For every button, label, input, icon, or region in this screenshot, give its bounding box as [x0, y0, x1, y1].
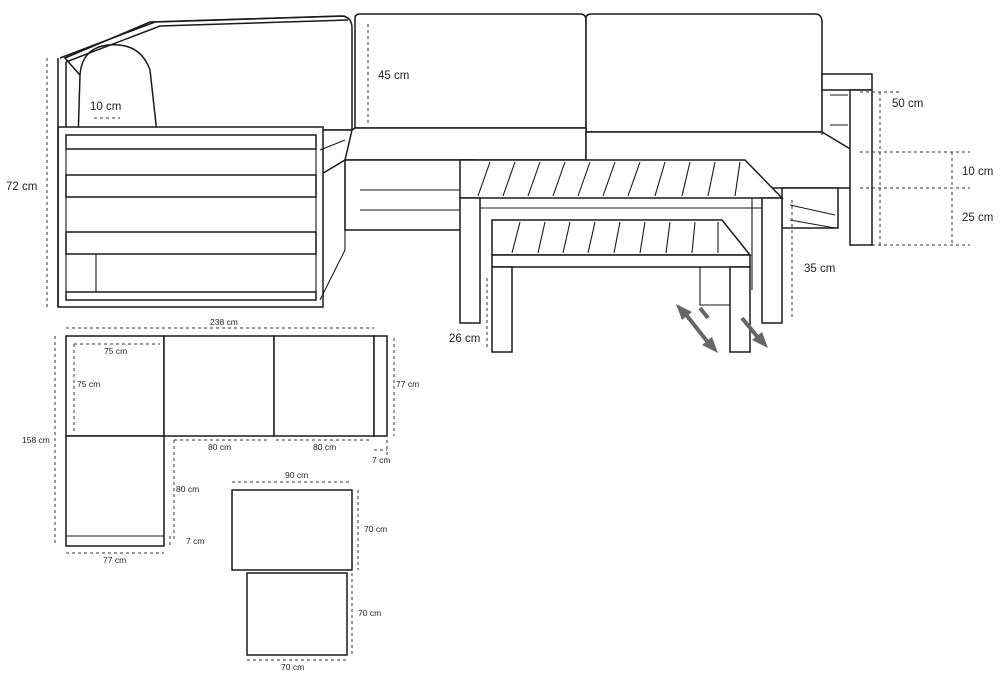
left-arm-top-slat: [65, 134, 317, 150]
label-seat-width: 75 cm: [104, 346, 127, 356]
plan-module-a: [163, 335, 275, 437]
label-module-b: 80 cm: [313, 442, 336, 452]
label-nested-height: 26 cm: [449, 333, 480, 345]
label-table-height: 35 cm: [804, 263, 835, 275]
nested-leg-left: [491, 266, 513, 353]
slide-arrow-left: [682, 310, 712, 347]
right-arm-top: [821, 73, 873, 91]
back-cushion-2: [585, 13, 823, 133]
label-overall-height: 72 cm: [6, 181, 37, 193]
plan-chaise: [65, 435, 165, 547]
nested-leg-right: [729, 266, 751, 353]
nested-top: [491, 219, 752, 256]
table-top: [459, 159, 784, 199]
label-seat-base: 25 cm: [962, 212, 993, 224]
left-slat-1: [65, 174, 317, 198]
label-bottom-width: 77 cm: [103, 555, 126, 565]
label-module-a: 80 cm: [208, 442, 231, 452]
label-cushion-width: 10 cm: [90, 101, 121, 113]
table-plan: [231, 481, 359, 661]
coffee-table: [459, 159, 784, 324]
plan-arm-right: [373, 335, 388, 437]
label-small-depth: 70 cm: [358, 608, 381, 618]
label-seat-depth: 75 cm: [77, 379, 100, 389]
sofa-drawing: [57, 13, 873, 353]
table-leg-right: [761, 197, 783, 324]
label-total-depth: 158 cm: [22, 435, 50, 445]
label-large-depth: 70 cm: [364, 524, 387, 534]
label-module-depth: 77 cm: [396, 379, 419, 389]
label-small-width: 70 cm: [281, 662, 304, 672]
label-arm-right: 7 cm: [372, 455, 390, 465]
sofa-dimensions: [46, 24, 970, 350]
base-center: [344, 159, 476, 231]
plan-corner-seat: [65, 335, 165, 437]
label-large-width: 90 cm: [285, 470, 308, 480]
base-right: [781, 187, 839, 229]
nested-apron: [491, 254, 751, 268]
table-leg-left: [459, 197, 481, 324]
plan-large-table: [231, 489, 353, 571]
label-seat-height: 50 cm: [892, 98, 923, 110]
nested-table: [491, 219, 752, 353]
label-total-width: 238 cm: [210, 317, 238, 327]
label-arm-bottom: 7 cm: [186, 536, 204, 546]
label-seat-cushion: 10 cm: [962, 166, 993, 178]
left-arm-frame: [57, 126, 324, 308]
label-corner-depth: 80 cm: [176, 484, 199, 494]
left-slat-2: [65, 231, 317, 255]
right-arm-post: [849, 89, 873, 246]
plan-small-table: [246, 572, 348, 656]
label-backrest-height: 45 cm: [378, 70, 409, 82]
left-base-slat: [65, 291, 317, 301]
plan-module-b: [273, 335, 375, 437]
seat-cushion-1: [344, 127, 587, 161]
plan-view: [54, 327, 395, 554]
